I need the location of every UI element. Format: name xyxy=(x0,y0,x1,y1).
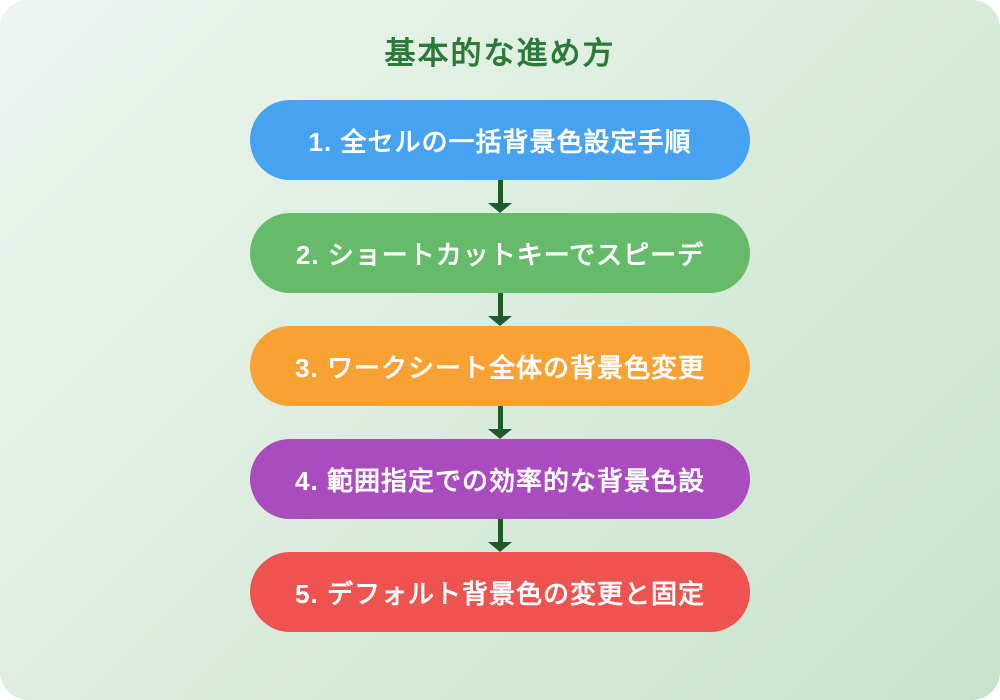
arrow-line xyxy=(497,519,503,542)
flowchart: 1. 全セルの一括背景色設定手順 2. ショートカットキーでスピーデ 3. ワー… xyxy=(250,100,750,632)
down-arrow-icon xyxy=(488,180,512,213)
arrow-line xyxy=(497,180,503,203)
arrow-head xyxy=(488,429,512,439)
flow-step-1: 1. 全セルの一括背景色設定手順 xyxy=(250,100,750,180)
arrow-line xyxy=(497,293,503,316)
arrow-line xyxy=(497,406,503,429)
flow-step-3: 3. ワークシート全体の背景色変更 xyxy=(250,326,750,406)
flow-step-2: 2. ショートカットキーでスピーデ xyxy=(250,213,750,293)
flow-step-4: 4. 範囲指定での効率的な背景色設 xyxy=(250,439,750,519)
flow-step-5: 5. デフォルト背景色の変更と固定 xyxy=(250,552,750,632)
down-arrow-icon xyxy=(488,293,512,326)
arrow-head xyxy=(488,203,512,213)
down-arrow-icon xyxy=(488,519,512,552)
arrow-head xyxy=(488,316,512,326)
page-title: 基本的な進め方 xyxy=(384,36,616,71)
arrow-head xyxy=(488,542,512,552)
down-arrow-icon xyxy=(488,406,512,439)
